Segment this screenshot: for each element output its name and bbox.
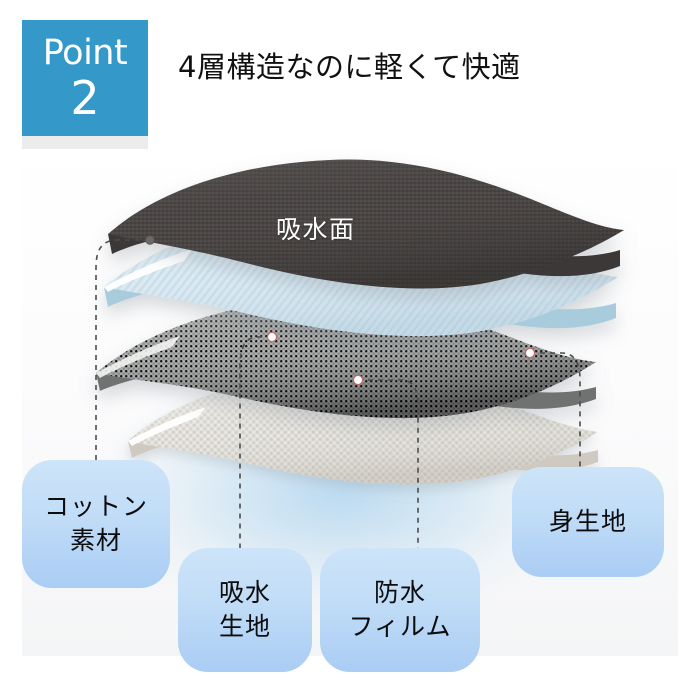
- top-layer-caption: 吸水面: [276, 215, 356, 244]
- label-pill-waterproof-line1: 防水: [373, 577, 426, 607]
- label-pill-absorbent: 吸水 生地: [178, 548, 312, 672]
- callout-lines: [95, 239, 581, 548]
- point-badge-number: 2: [70, 70, 100, 125]
- page-title: 4層構造なのに軽くて快適: [178, 50, 521, 84]
- label-pill-absorbent-line1: 吸水: [218, 577, 271, 607]
- point-badge: Point 2: [22, 20, 148, 136]
- point-badge-shadow: [22, 136, 148, 149]
- label-pill-absorbent-line2: 生地: [218, 612, 271, 641]
- point-badge-word: Point: [42, 32, 128, 73]
- label-pill-cotton-line1: コットン: [43, 491, 148, 521]
- label-pill-cotton-line2: 素材: [69, 526, 122, 555]
- label-pill-body-line1: 身生地: [548, 506, 627, 536]
- callout-dot-body: [524, 347, 536, 359]
- label-pill-waterproof-line2: フィルム: [348, 612, 452, 641]
- callout-dot-top: [145, 235, 155, 245]
- callout-dot-absorbent: [266, 331, 278, 343]
- callout-dots: [145, 235, 536, 386]
- callout-dot-waterproof: [352, 374, 364, 386]
- label-pill-waterproof: 防水 フィルム: [320, 548, 480, 672]
- label-pill-body: 身生地: [512, 467, 664, 577]
- label-pill-cotton: コットン 素材: [22, 460, 170, 588]
- fabric-layer-top: [108, 159, 624, 289]
